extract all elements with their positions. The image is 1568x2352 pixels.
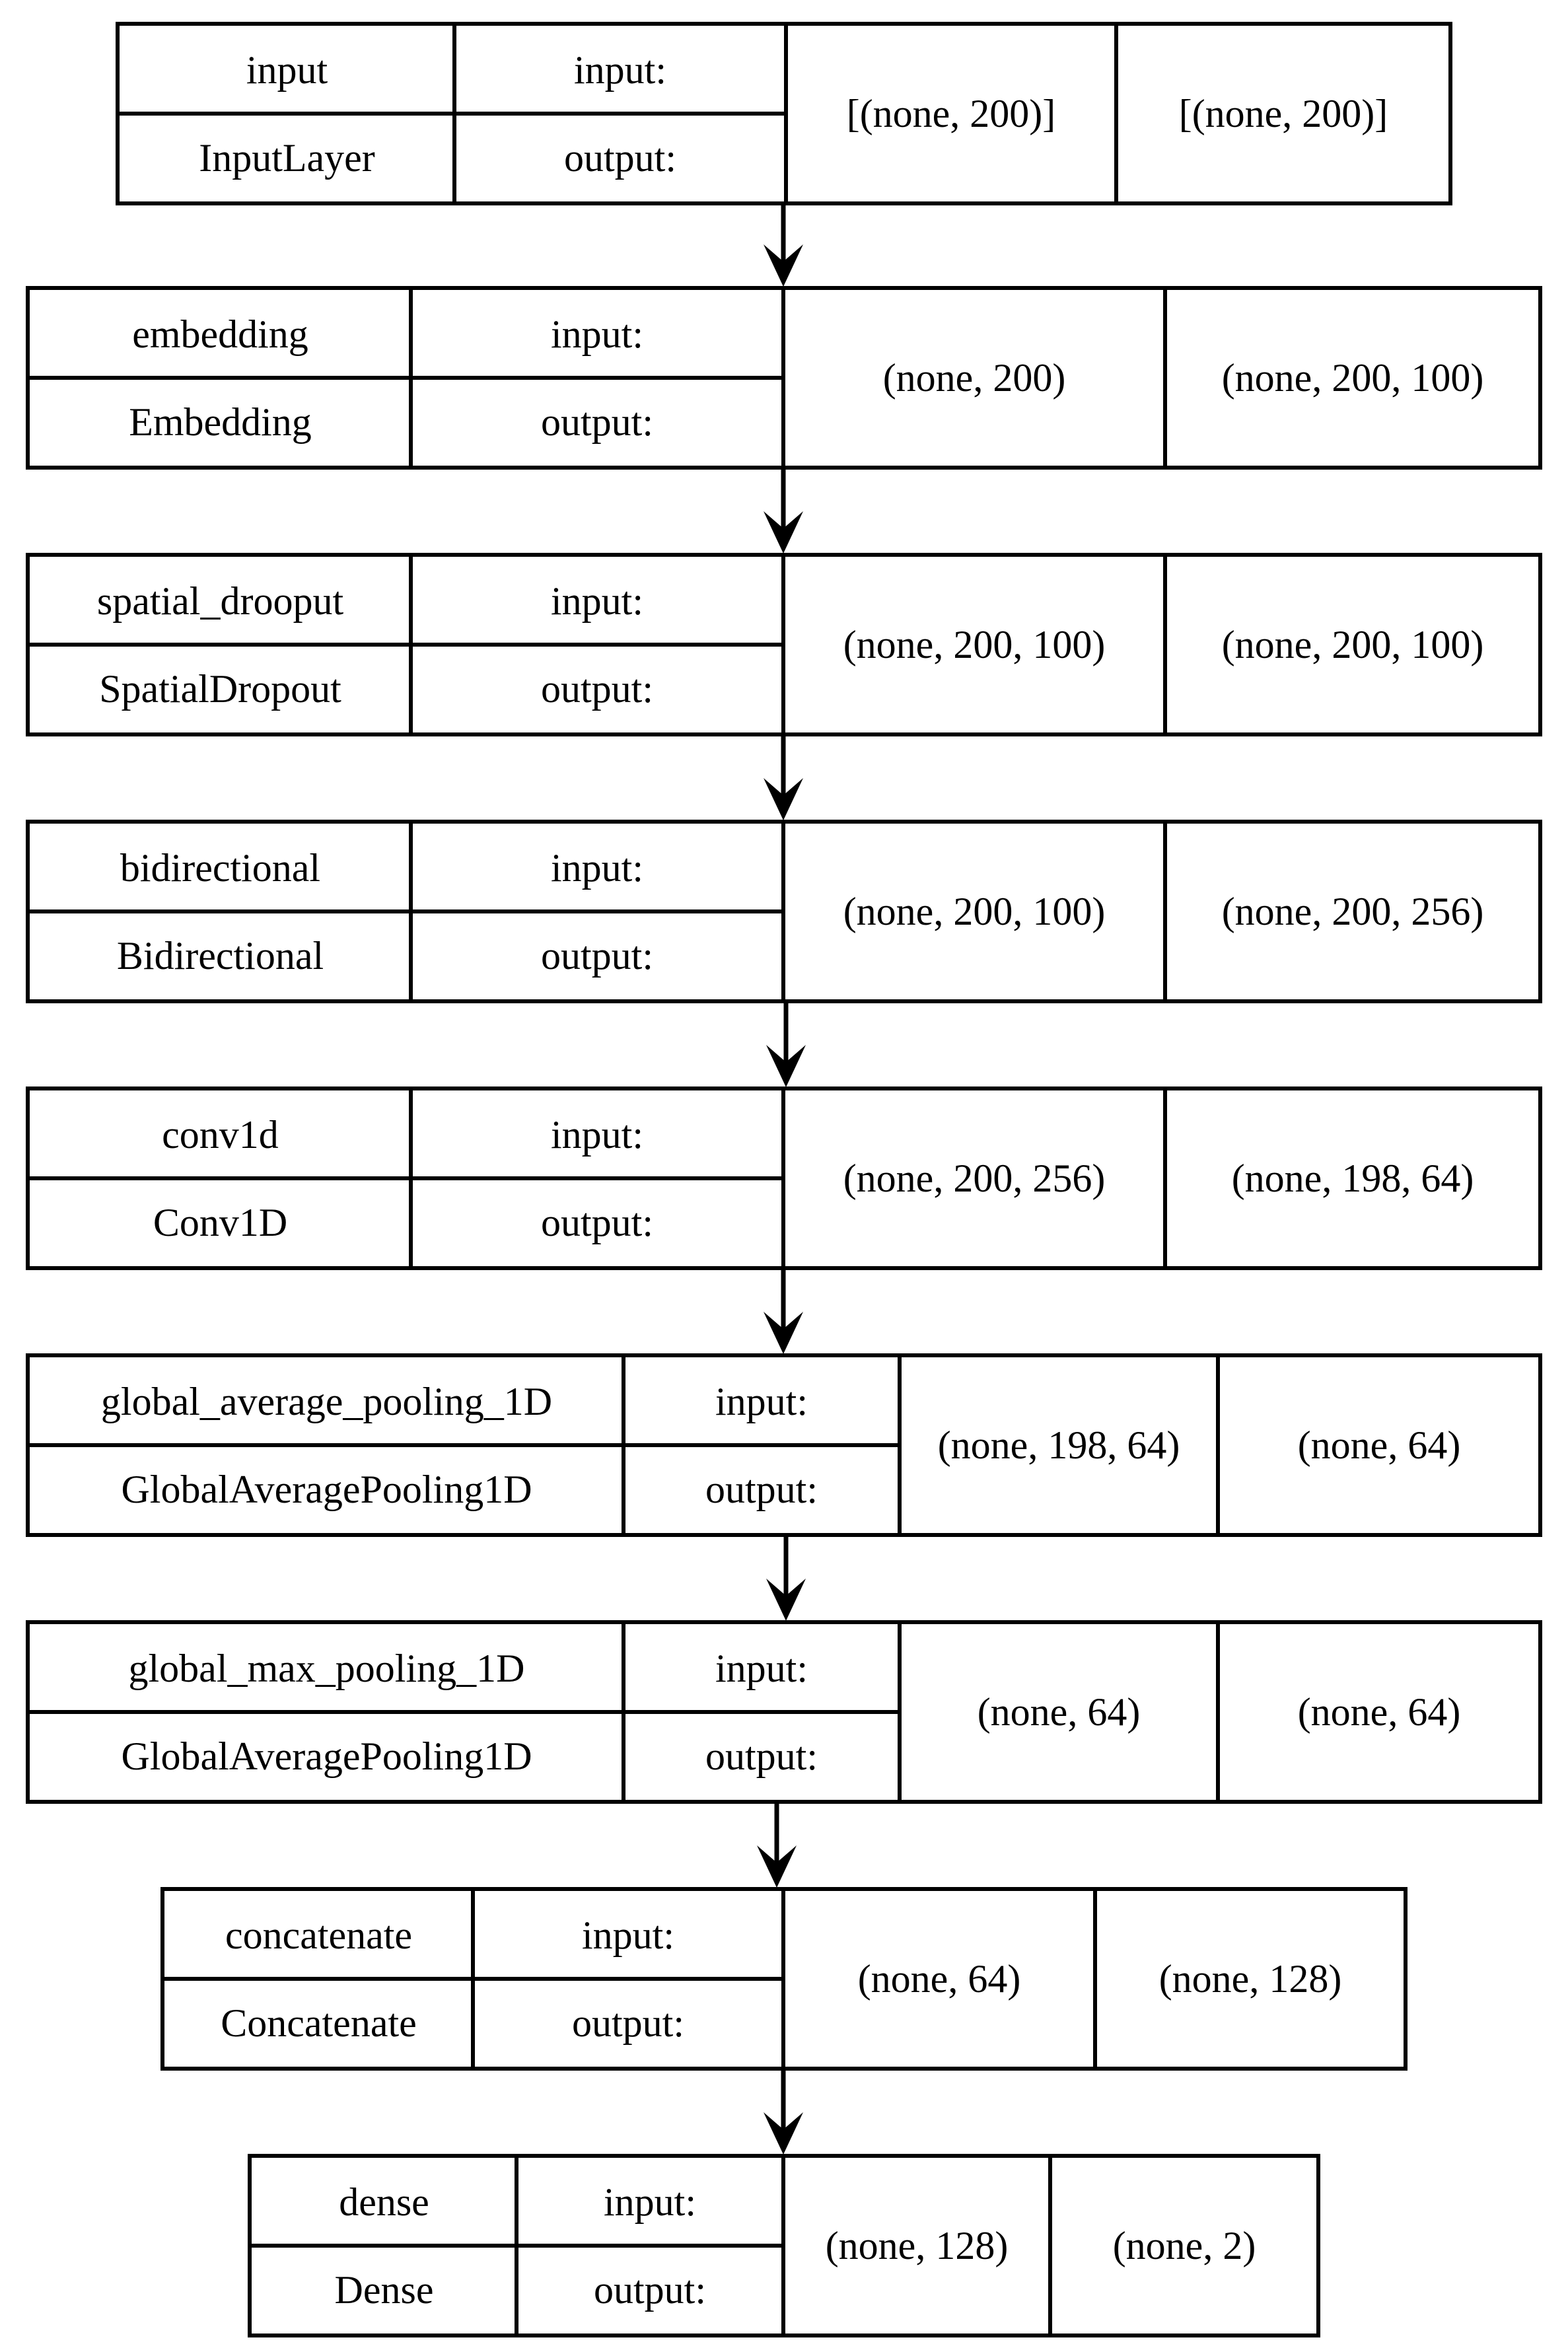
layer-type: Concatenate xyxy=(221,2001,417,2045)
layer-name: concatenate xyxy=(225,1913,413,1957)
output-shape: (none, 2) xyxy=(1112,2224,1256,2267)
output-shape: (none, 64) xyxy=(1297,1690,1461,1734)
output-shape: (none, 198, 64) xyxy=(1231,1157,1474,1200)
column-divider xyxy=(1163,557,1167,732)
output-shape: (none, 200, 256) xyxy=(1221,890,1484,933)
output-label: output: xyxy=(593,2267,706,2312)
layer-name: dense xyxy=(339,2180,429,2224)
layer-name: input xyxy=(246,48,328,92)
layer-box: global_average_pooling_1D GlobalAveragePo… xyxy=(26,1353,1542,1537)
output-shape: [(none, 200)] xyxy=(1178,92,1388,135)
input-shape: (none, 128) xyxy=(825,2224,1009,2267)
layer-type: Dense xyxy=(334,2267,434,2312)
down-arrow-icon xyxy=(766,1001,806,1087)
down-arrow-icon xyxy=(757,1802,797,1888)
column-divider xyxy=(1093,1891,1097,2067)
output-label: output: xyxy=(705,1467,818,1511)
layer-type: Bidirectional xyxy=(116,933,324,978)
column-divider xyxy=(1216,1624,1220,1800)
output-label: output: xyxy=(540,666,653,711)
layer-name: bidirectional xyxy=(120,845,321,890)
column-divider xyxy=(1163,824,1167,999)
down-arrow-icon xyxy=(766,1535,806,1621)
input-shape: [(none, 200)] xyxy=(846,92,1056,135)
column-divider xyxy=(1163,290,1167,466)
down-arrow-icon xyxy=(764,468,803,553)
down-arrow-icon xyxy=(764,734,803,820)
output-shape: (none, 200, 100) xyxy=(1221,623,1484,666)
input-label: input: xyxy=(715,1379,808,1423)
layer-name: embedding xyxy=(132,312,308,356)
input-shape: (none, 200) xyxy=(882,356,1066,400)
output-label: output: xyxy=(563,135,676,180)
output-label: output: xyxy=(571,2001,684,2045)
input-label: input: xyxy=(550,1112,643,1157)
input-label: input: xyxy=(550,579,643,623)
input-label: input: xyxy=(715,1646,808,1690)
column-divider xyxy=(781,1090,785,1266)
input-label: input: xyxy=(573,48,666,92)
column-divider xyxy=(781,2158,785,2334)
column-divider xyxy=(1163,1090,1167,1266)
column-divider xyxy=(781,1891,785,2067)
row-divider xyxy=(30,1443,900,1447)
down-arrow-icon xyxy=(764,2069,803,2155)
output-label: output: xyxy=(705,1734,818,1778)
input-shape: (none, 64) xyxy=(977,1690,1141,1734)
row-divider xyxy=(30,376,783,380)
output-shape: (none, 128) xyxy=(1158,1957,1342,2001)
row-divider xyxy=(30,1710,900,1714)
layer-name: spatial_drooput xyxy=(96,579,344,623)
input-label: input: xyxy=(603,2180,696,2224)
input-shape: (none, 64) xyxy=(857,1957,1021,2001)
column-divider xyxy=(781,557,785,732)
column-divider xyxy=(1114,26,1118,201)
output-label: output: xyxy=(540,933,653,978)
input-shape: (none, 198, 64) xyxy=(937,1423,1180,1467)
row-divider xyxy=(30,909,783,913)
output-label: output: xyxy=(540,400,653,444)
down-arrow-icon xyxy=(764,203,803,287)
layer-name: conv1d xyxy=(162,1112,279,1157)
column-divider xyxy=(898,1357,902,1533)
layer-type: InputLayer xyxy=(199,135,375,180)
output-shape: (none, 64) xyxy=(1297,1423,1461,1467)
row-divider xyxy=(30,643,783,647)
row-divider xyxy=(252,2244,783,2248)
input-label: input: xyxy=(550,845,643,890)
input-label: input: xyxy=(550,312,643,356)
layer-name: global_average_pooling_1D xyxy=(100,1379,553,1423)
column-divider xyxy=(781,824,785,999)
layer-type: SpatialDropout xyxy=(99,666,341,711)
input-shape: (none, 200, 100) xyxy=(843,890,1106,933)
output-label: output: xyxy=(540,1200,653,1244)
column-divider xyxy=(784,26,788,201)
down-arrow-icon xyxy=(764,1268,803,1354)
layer-name: global_max_pooling_1D xyxy=(128,1646,525,1690)
layer-type: GlobalAveragePooling1D xyxy=(121,1734,532,1778)
input-shape: (none, 200, 256) xyxy=(843,1157,1106,1200)
output-shape: (none, 200, 100) xyxy=(1221,356,1484,400)
layer-type: Embedding xyxy=(129,400,312,444)
column-divider xyxy=(1216,1357,1220,1533)
layer-type: GlobalAveragePooling1D xyxy=(121,1467,532,1511)
row-divider xyxy=(120,112,786,116)
layer-box: global_max_pooling_1D GlobalAveragePoolin… xyxy=(26,1620,1542,1804)
input-label: input: xyxy=(581,1913,674,1957)
layer-type: Conv1D xyxy=(153,1200,288,1244)
input-shape: (none, 200, 100) xyxy=(843,623,1106,666)
column-divider xyxy=(898,1624,902,1800)
row-divider xyxy=(30,1176,783,1180)
column-divider xyxy=(781,290,785,466)
column-divider xyxy=(1048,2158,1052,2334)
row-divider xyxy=(164,1977,783,1981)
